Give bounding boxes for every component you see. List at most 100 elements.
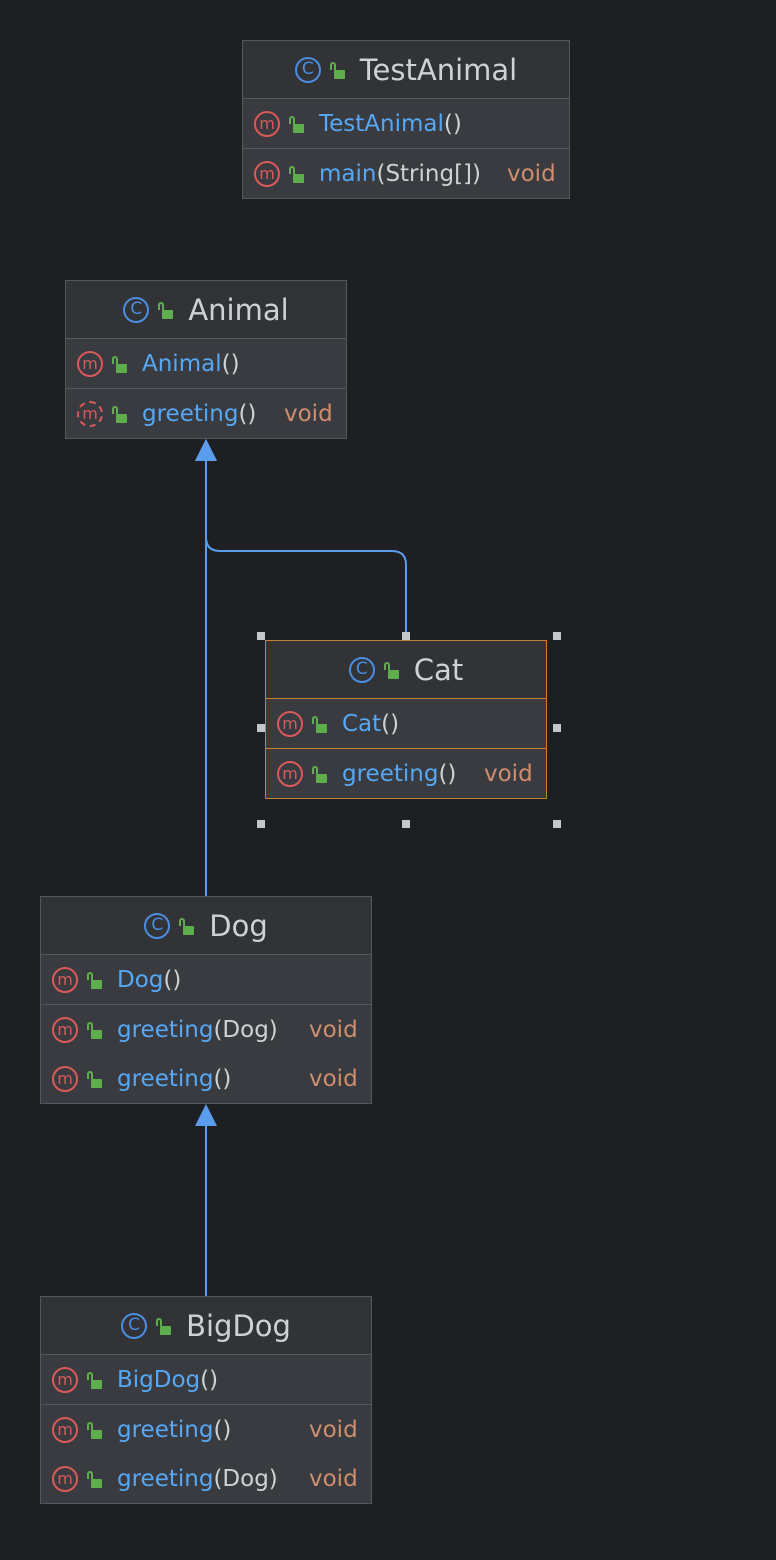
return-type: void [309,1016,358,1043]
member-group: m Cat() [266,699,546,749]
class-header[interactable]: C Dog [41,897,371,955]
public-lock-icon [179,917,195,935]
method-params: (String[]) [376,160,482,187]
public-lock-icon [158,301,174,319]
public-lock-icon [156,1317,172,1335]
method-row[interactable]: m greeting () void [266,749,546,798]
method-icon: m [52,1016,78,1043]
public-lock-icon [289,165,305,183]
method-icon: m [277,760,303,787]
method-row[interactable]: m greeting () void [41,1405,371,1454]
public-lock-icon [87,1070,103,1088]
inheritance-arrow-icon [195,439,217,461]
method-icon: m [52,966,78,993]
method-name: BigDog [117,1366,201,1393]
public-lock-icon [312,715,328,733]
public-lock-icon [112,355,128,373]
inheritance-arrow-icon [195,439,217,461]
method-row[interactable]: m greeting () void [41,1054,371,1103]
method-icon: m [277,710,303,737]
class-icon: C [348,656,375,683]
class-name: Animal [188,292,289,327]
method-params: (Dog) [213,1016,278,1043]
method-name: greeting [117,1416,214,1443]
method-row[interactable]: m greeting (Dog) void [41,1005,371,1054]
class-name: Dog [209,908,268,943]
method-name: greeting [117,1065,214,1092]
method-params: () [221,350,240,377]
class-icon: C [144,912,171,939]
public-lock-icon [289,115,305,133]
method-row[interactable]: m Cat() [266,699,546,748]
class-name: BigDog [186,1308,291,1343]
method-icon: m [52,1065,78,1092]
resize-handle[interactable] [257,724,265,732]
method-icon: m [52,1416,78,1443]
method-row[interactable]: m main(String[]) void [243,149,569,198]
resize-handle[interactable] [257,632,265,640]
member-group: m greeting () void [266,749,546,798]
resize-handle[interactable] [257,820,265,828]
method-name: greeting [117,1016,214,1043]
method-name: greeting [142,400,239,427]
class-icon: C [294,56,321,83]
resize-handle[interactable] [553,724,561,732]
class-header[interactable]: C TestAnimal [243,41,569,99]
edge-cat-extends-animal[interactable] [205,459,407,640]
resize-handle[interactable] [402,632,410,640]
method-icon: m [254,160,280,187]
method-name: greeting [342,760,439,787]
return-type: void [484,760,533,787]
return-type: void [284,400,333,427]
public-lock-icon [112,405,128,423]
member-group: m main(String[]) void [243,149,569,198]
public-lock-icon [87,1470,103,1488]
inheritance-arrow-icon [195,1104,217,1126]
public-lock-icon [312,765,328,783]
member-group: m greeting (Dog) void m greeting () void [41,1005,371,1103]
resize-handle[interactable] [402,820,410,828]
class-name: TestAnimal [359,52,518,87]
public-lock-icon [383,661,400,679]
return-type: void [309,1416,358,1443]
resize-handle[interactable] [553,632,561,640]
return-type: void [507,160,556,187]
method-name: main [319,160,377,187]
method-params: () [213,1065,232,1092]
method-icon: m [52,1465,78,1492]
return-type: void [309,1065,358,1092]
method-params: () [163,966,182,993]
method-params: (Dog) [213,1465,278,1492]
public-lock-icon [87,1021,103,1039]
class-icon: C [121,1312,148,1339]
class-header[interactable]: C BigDog [41,1297,371,1355]
method-params: () [213,1416,232,1443]
abstract-method-icon: m [77,400,103,427]
method-params: () [438,760,457,787]
method-name: Cat [342,710,382,737]
method-name: TestAnimal [319,110,444,137]
resize-handle[interactable] [553,820,561,828]
method-params: () [381,710,400,737]
method-icon: m [52,1366,78,1393]
public-lock-icon [87,1371,103,1389]
